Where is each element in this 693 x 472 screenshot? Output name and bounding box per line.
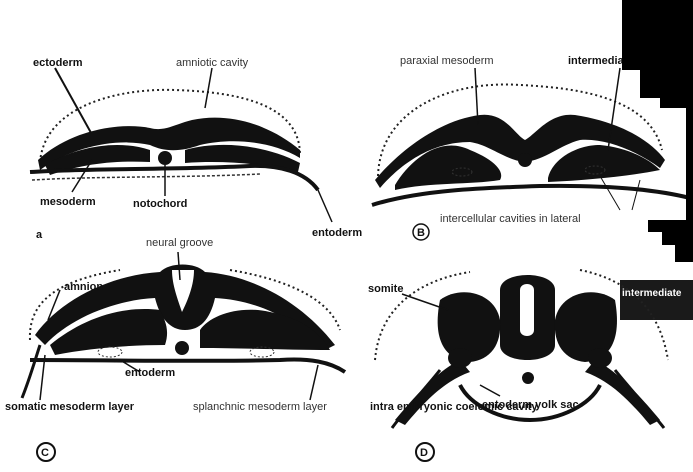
label-intercellular-cavities: intercellular cavities in lateral: [440, 213, 581, 225]
panel-letter-a: a: [36, 229, 43, 241]
notochord-d: [522, 372, 534, 384]
label-intermediate-fragment: intermediate: [622, 288, 682, 299]
label-notochord: notochord: [133, 198, 187, 210]
panel-c: neural groove amnion entoderm somatic me…: [5, 237, 345, 461]
panel-letter-d: D: [420, 447, 428, 459]
label-mesoderm: mesoderm: [40, 196, 96, 208]
leader-cavities-2: [632, 180, 640, 210]
cavity-left-c: [98, 347, 122, 357]
label-entoderm-a: entoderm: [312, 227, 362, 239]
mesonephric-right-d: [588, 348, 612, 368]
label-entoderm-c: entoderm: [125, 367, 175, 379]
notochord-a: [158, 151, 172, 165]
somatic-layer-c: [22, 345, 40, 398]
label-amniotic-cavity: amniotic cavity: [176, 57, 249, 69]
leader-amniotic-cavity: [205, 68, 212, 108]
label-amnion: amnion: [64, 281, 103, 293]
notochord-c: [175, 341, 189, 355]
label-splanchnic-mesoderm: splanchnic mesoderm layer: [193, 401, 327, 413]
entoderm-underline-a: [32, 174, 260, 180]
entoderm-layer-b: [372, 186, 690, 205]
panel-letter-b: B: [417, 227, 425, 239]
entoderm-layer-c: [30, 360, 345, 373]
notochord-b: [518, 153, 532, 167]
label-coelomic-cavity: intra embryonic coelomic cavity: [370, 401, 538, 413]
leader-cavities-1: [600, 176, 620, 210]
leader-entoderm-a: [318, 190, 332, 222]
label-ectoderm: ectoderm: [33, 57, 83, 69]
panel-a: ectoderm amniotic cavity mesoderm notoch…: [30, 57, 362, 241]
neural-canal-d: [520, 284, 534, 336]
mesoderm-right-c: [200, 310, 330, 350]
label-paraxial-mesoderm: paraxial mesoderm: [400, 55, 494, 67]
label-somatic-mesoderm: somatic mesoderm layer: [5, 401, 135, 413]
label-neural-groove: neural groove: [146, 237, 213, 249]
leader-splanchnic: [310, 365, 318, 400]
leader-yolk-sac: [480, 385, 500, 396]
mesonephric-left-d: [448, 348, 472, 368]
label-somite: somite: [368, 283, 403, 295]
body-wall-left-d: [392, 370, 440, 428]
panel-letter-c: C: [41, 447, 49, 459]
body-wall-right-d: [615, 370, 664, 428]
